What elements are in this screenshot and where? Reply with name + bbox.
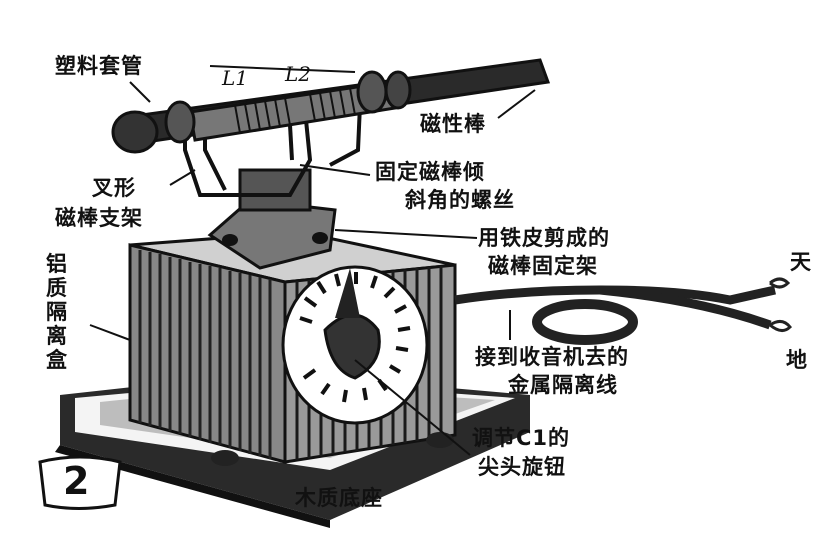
magnetic-rod-label: 磁性棒 [420, 112, 486, 136]
knob-label-2: 尖头旋钮 [478, 455, 566, 479]
figure-number-badge [38, 455, 122, 510]
knob-label-1: 调节C1的 [472, 426, 571, 450]
plastic-sleeve-label: 塑料套管 [55, 54, 143, 78]
leader-lines [89, 65, 536, 456]
aluminum-box-drawing [128, 230, 457, 466]
tin-holder-label-1: 用铁皮剪成的 [478, 226, 610, 250]
shield-wire-drawing [454, 277, 793, 345]
shield-wire-label-1: 接到收音机去的 [475, 345, 629, 369]
fork-bracket-label-2: 磁棒支架 [55, 206, 143, 230]
coil-l1-label: L1 [222, 66, 249, 90]
ground-label: 地 [786, 348, 808, 372]
figure-number: 2 [63, 459, 91, 503]
fork-bracket-label-1: 叉形 [92, 176, 136, 200]
tilt-screw-label-1: 固定磁棒倾 [375, 160, 485, 184]
coil-l2-label: L2 [285, 62, 312, 86]
wood-base-label: 木质底座 [295, 486, 383, 510]
aluminum-box-label: 铝质隔离盒 [46, 252, 67, 372]
shield-wire-label-2: 金属隔离线 [508, 373, 618, 397]
sky-label: 天 [790, 250, 812, 274]
tilt-screw-label-2: 斜角的螺丝 [405, 188, 515, 212]
tin-holder-label-2: 磁棒固定架 [488, 254, 598, 278]
magnetic-rod-drawing [111, 58, 551, 154]
